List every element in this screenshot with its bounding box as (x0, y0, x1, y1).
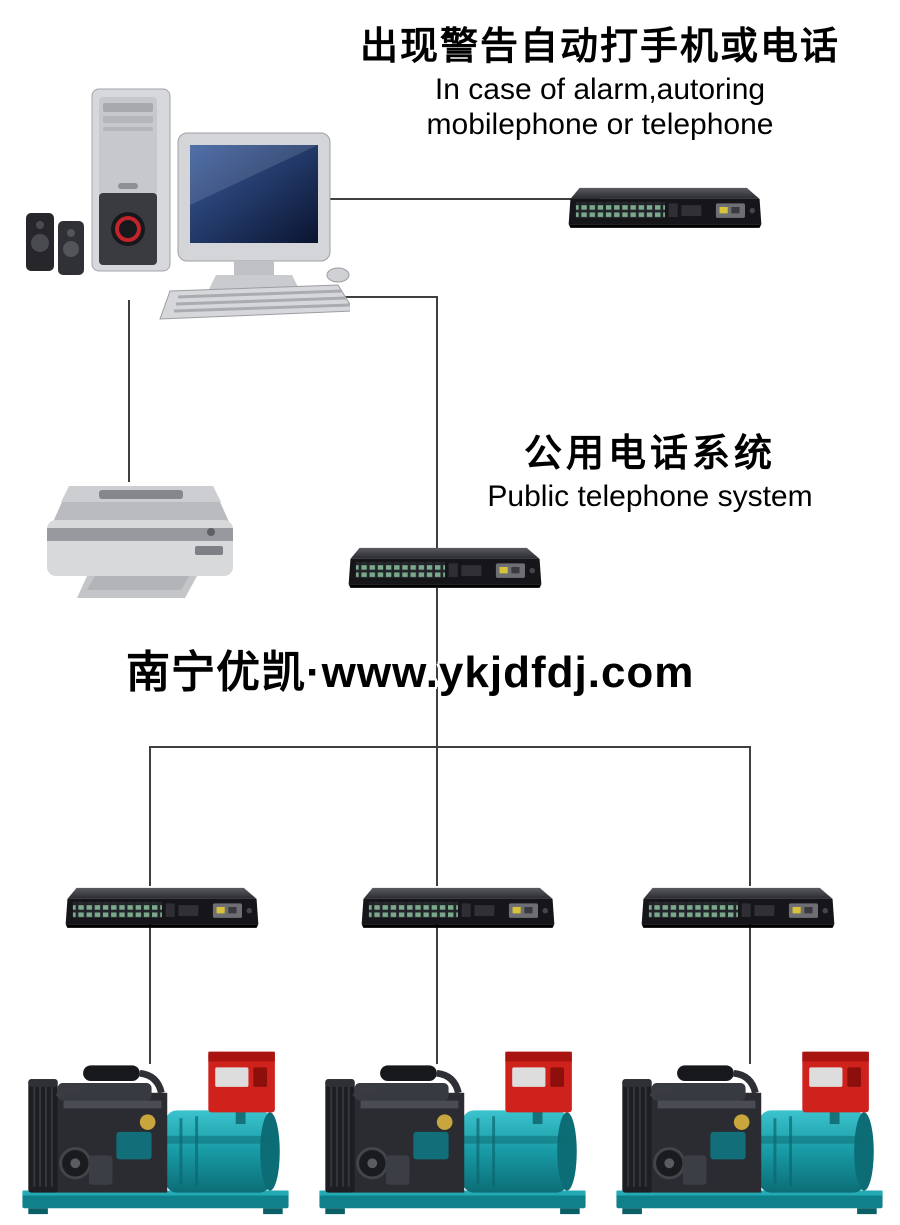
alarm-annotation-zh: 出现警告自动打手机或电话 (359, 26, 840, 68)
connector-computer-elbow (322, 296, 438, 298)
connector-left-switch-to-generator (149, 924, 151, 1064)
desktop-computer-icon (20, 85, 350, 325)
connector-computer-to-printer (128, 300, 130, 482)
network-switch-middle-icon (358, 883, 558, 931)
connector-bus-to-left-switch (149, 746, 151, 886)
watermark-text: 南宁优凯·www.ykjdfdj.com (126, 648, 695, 697)
diesel-generator-middle-icon (315, 1038, 590, 1219)
connector-computer-to-top-switch (278, 198, 600, 200)
connector-distribution-bus (149, 746, 751, 748)
network-switch-right-icon (638, 883, 838, 931)
network-switch-top-right-icon (565, 183, 765, 231)
phone-system-annotation: 公用电话系统 Public telephone system (440, 430, 860, 516)
alarm-annotation: 出现警告自动打手机或电话 In case of alarm,autoring m… (340, 22, 860, 142)
connector-bus-to-right-switch (749, 746, 751, 886)
connector-middle-switch-to-generator (436, 924, 438, 1064)
alarm-annotation-en-line1: In case of alarm,autoring (434, 73, 766, 106)
connector-computer-to-center-switch (436, 296, 438, 550)
phone-system-annotation-zh: 公用电话系统 (523, 433, 776, 475)
connector-bus-to-middle-switch (436, 746, 438, 886)
inkjet-printer-icon (35, 472, 245, 602)
connector-center-switch-to-bus (436, 588, 438, 748)
diesel-generator-left-icon (18, 1038, 293, 1219)
connector-right-switch-to-generator (749, 924, 751, 1064)
diesel-generator-right-icon (612, 1038, 887, 1219)
network-switch-center-icon (345, 543, 545, 591)
phone-system-annotation-en: Public telephone system (487, 480, 813, 513)
network-switch-left-icon (62, 883, 262, 931)
alarm-annotation-en-line2: mobilephone or telephone (426, 108, 774, 141)
